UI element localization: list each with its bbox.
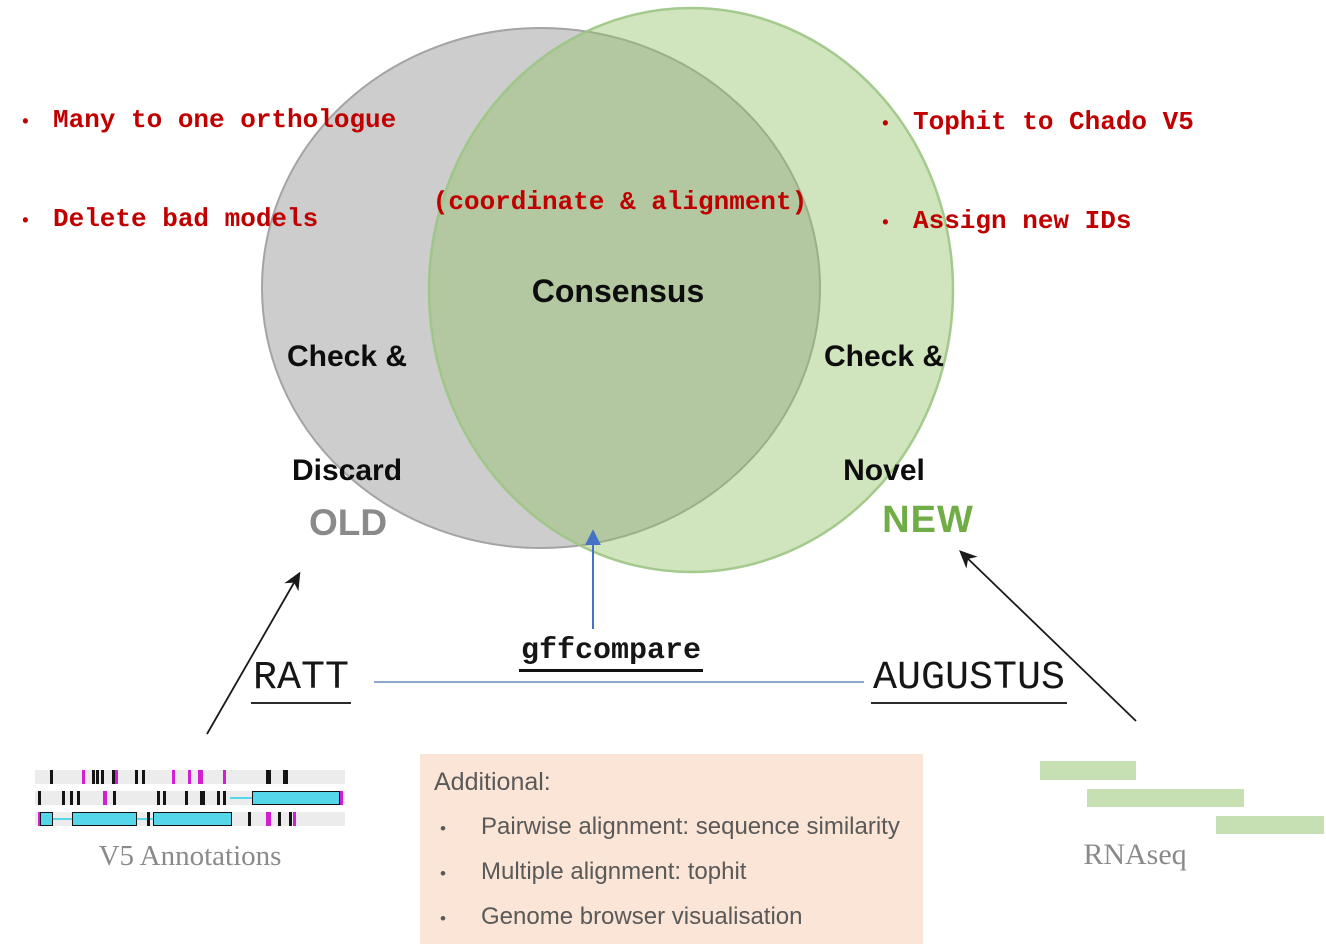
track-tick [135,770,138,784]
track-tick [50,770,53,784]
track-tick [62,791,65,805]
exon-box [40,812,53,826]
old-circle-label: OLD [308,502,388,543]
tool-gffcompare: gffcompare [519,634,704,672]
track-tick [293,812,296,826]
track-tick [92,770,95,784]
overlap-note: (coordinate & alignment) [432,187,808,217]
additional-item: • Pairwise alignment: sequence similarit… [440,813,923,841]
bullet-glyph: • [20,113,31,133]
arrow-v5-to-old [206,571,301,735]
track-tick [289,812,292,826]
additional-item-text: Genome browser visualisation [481,903,803,930]
track-tick [223,791,226,805]
bullet-glyph: • [880,115,891,135]
v5-annotation-tracks [35,765,345,835]
track-tick [172,770,175,784]
bullet-glyph: • [20,212,31,232]
additional-title: Additional: [434,768,551,796]
track-tick [115,770,118,784]
exon-link [51,818,72,820]
region-line: Novel [843,454,925,487]
region-line: Check & [823,340,945,373]
tool-ratt: RATT [251,656,352,704]
exon-box [252,791,340,805]
note-item: • Many to one orthologue [20,104,396,139]
track-tick [113,791,116,805]
bullet-glyph: • [440,909,446,928]
track-tick [217,791,220,805]
note-item: • Tophit to Chado V5 [880,106,1194,141]
exon-link [135,818,153,820]
track-tick [96,770,99,784]
track-tick [103,791,107,805]
track-tick [185,791,188,805]
note-item: • Delete bad models [20,203,396,238]
region-check-discard: Check & Discard [247,262,447,566]
region-consensus: Consensus [531,273,705,309]
old-circle [261,27,821,549]
track-tick [82,770,85,784]
track-tick [188,770,191,784]
note-text: Tophit to Chado V5 [913,107,1194,137]
additional-item: • Genome browser visualisation [440,903,923,931]
arrow-rnaseq-to-new [959,550,1137,722]
track-tick [70,791,73,805]
track-tick [101,770,104,784]
track-tick [38,791,41,805]
additional-panel: Additional: • Pairwise alignment: sequen… [420,754,923,944]
bullet-glyph: • [440,819,446,838]
tool-augustus: AUGUSTUS [871,656,1068,704]
track-tick [248,812,251,826]
additional-item-text: Multiple alignment: tophit [481,858,747,885]
track-tick [112,770,116,784]
track-tick [200,791,205,805]
note-text: Assign new IDs [913,206,1132,236]
track-tick [283,770,288,784]
track-tick [278,812,281,826]
region-check-novel: Check & Novel [784,262,984,566]
track-tick [163,791,166,805]
rnaseq-label: RNAseq [1083,838,1187,871]
note-text: Delete bad models [53,204,319,234]
bullet-glyph: • [880,214,891,234]
track-tick [198,770,203,784]
exon-link [230,797,252,799]
track-tick [77,791,80,805]
bullet-glyph: • [440,864,446,883]
track-tick [147,812,150,826]
note-item: • Assign new IDs [880,205,1194,240]
note-text: Many to one orthologue [53,105,397,135]
notes-old-side: • Many to one orthologue • Delete bad mo… [20,40,396,302]
new-circle [427,6,955,574]
exon-box [153,812,232,826]
notes-new-side: • Tophit to Chado V5 • Assign new IDs [880,42,1194,304]
new-circle-label: NEW [882,499,974,541]
track-tick [157,791,160,805]
exon-box [72,812,137,826]
track-tick [266,770,271,784]
track-tick [38,812,41,826]
track-tick [266,812,271,826]
region-line: Discard [291,454,403,487]
v5-annotations-label: V5 Annotations [98,840,282,872]
track-tick [142,770,145,784]
region-line: Check & [286,340,408,373]
track-tick [223,770,226,784]
track-tick [340,791,343,805]
additional-item: • Multiple alignment: tophit [440,858,923,886]
additional-item-text: Pairwise alignment: sequence similarity [481,813,900,840]
